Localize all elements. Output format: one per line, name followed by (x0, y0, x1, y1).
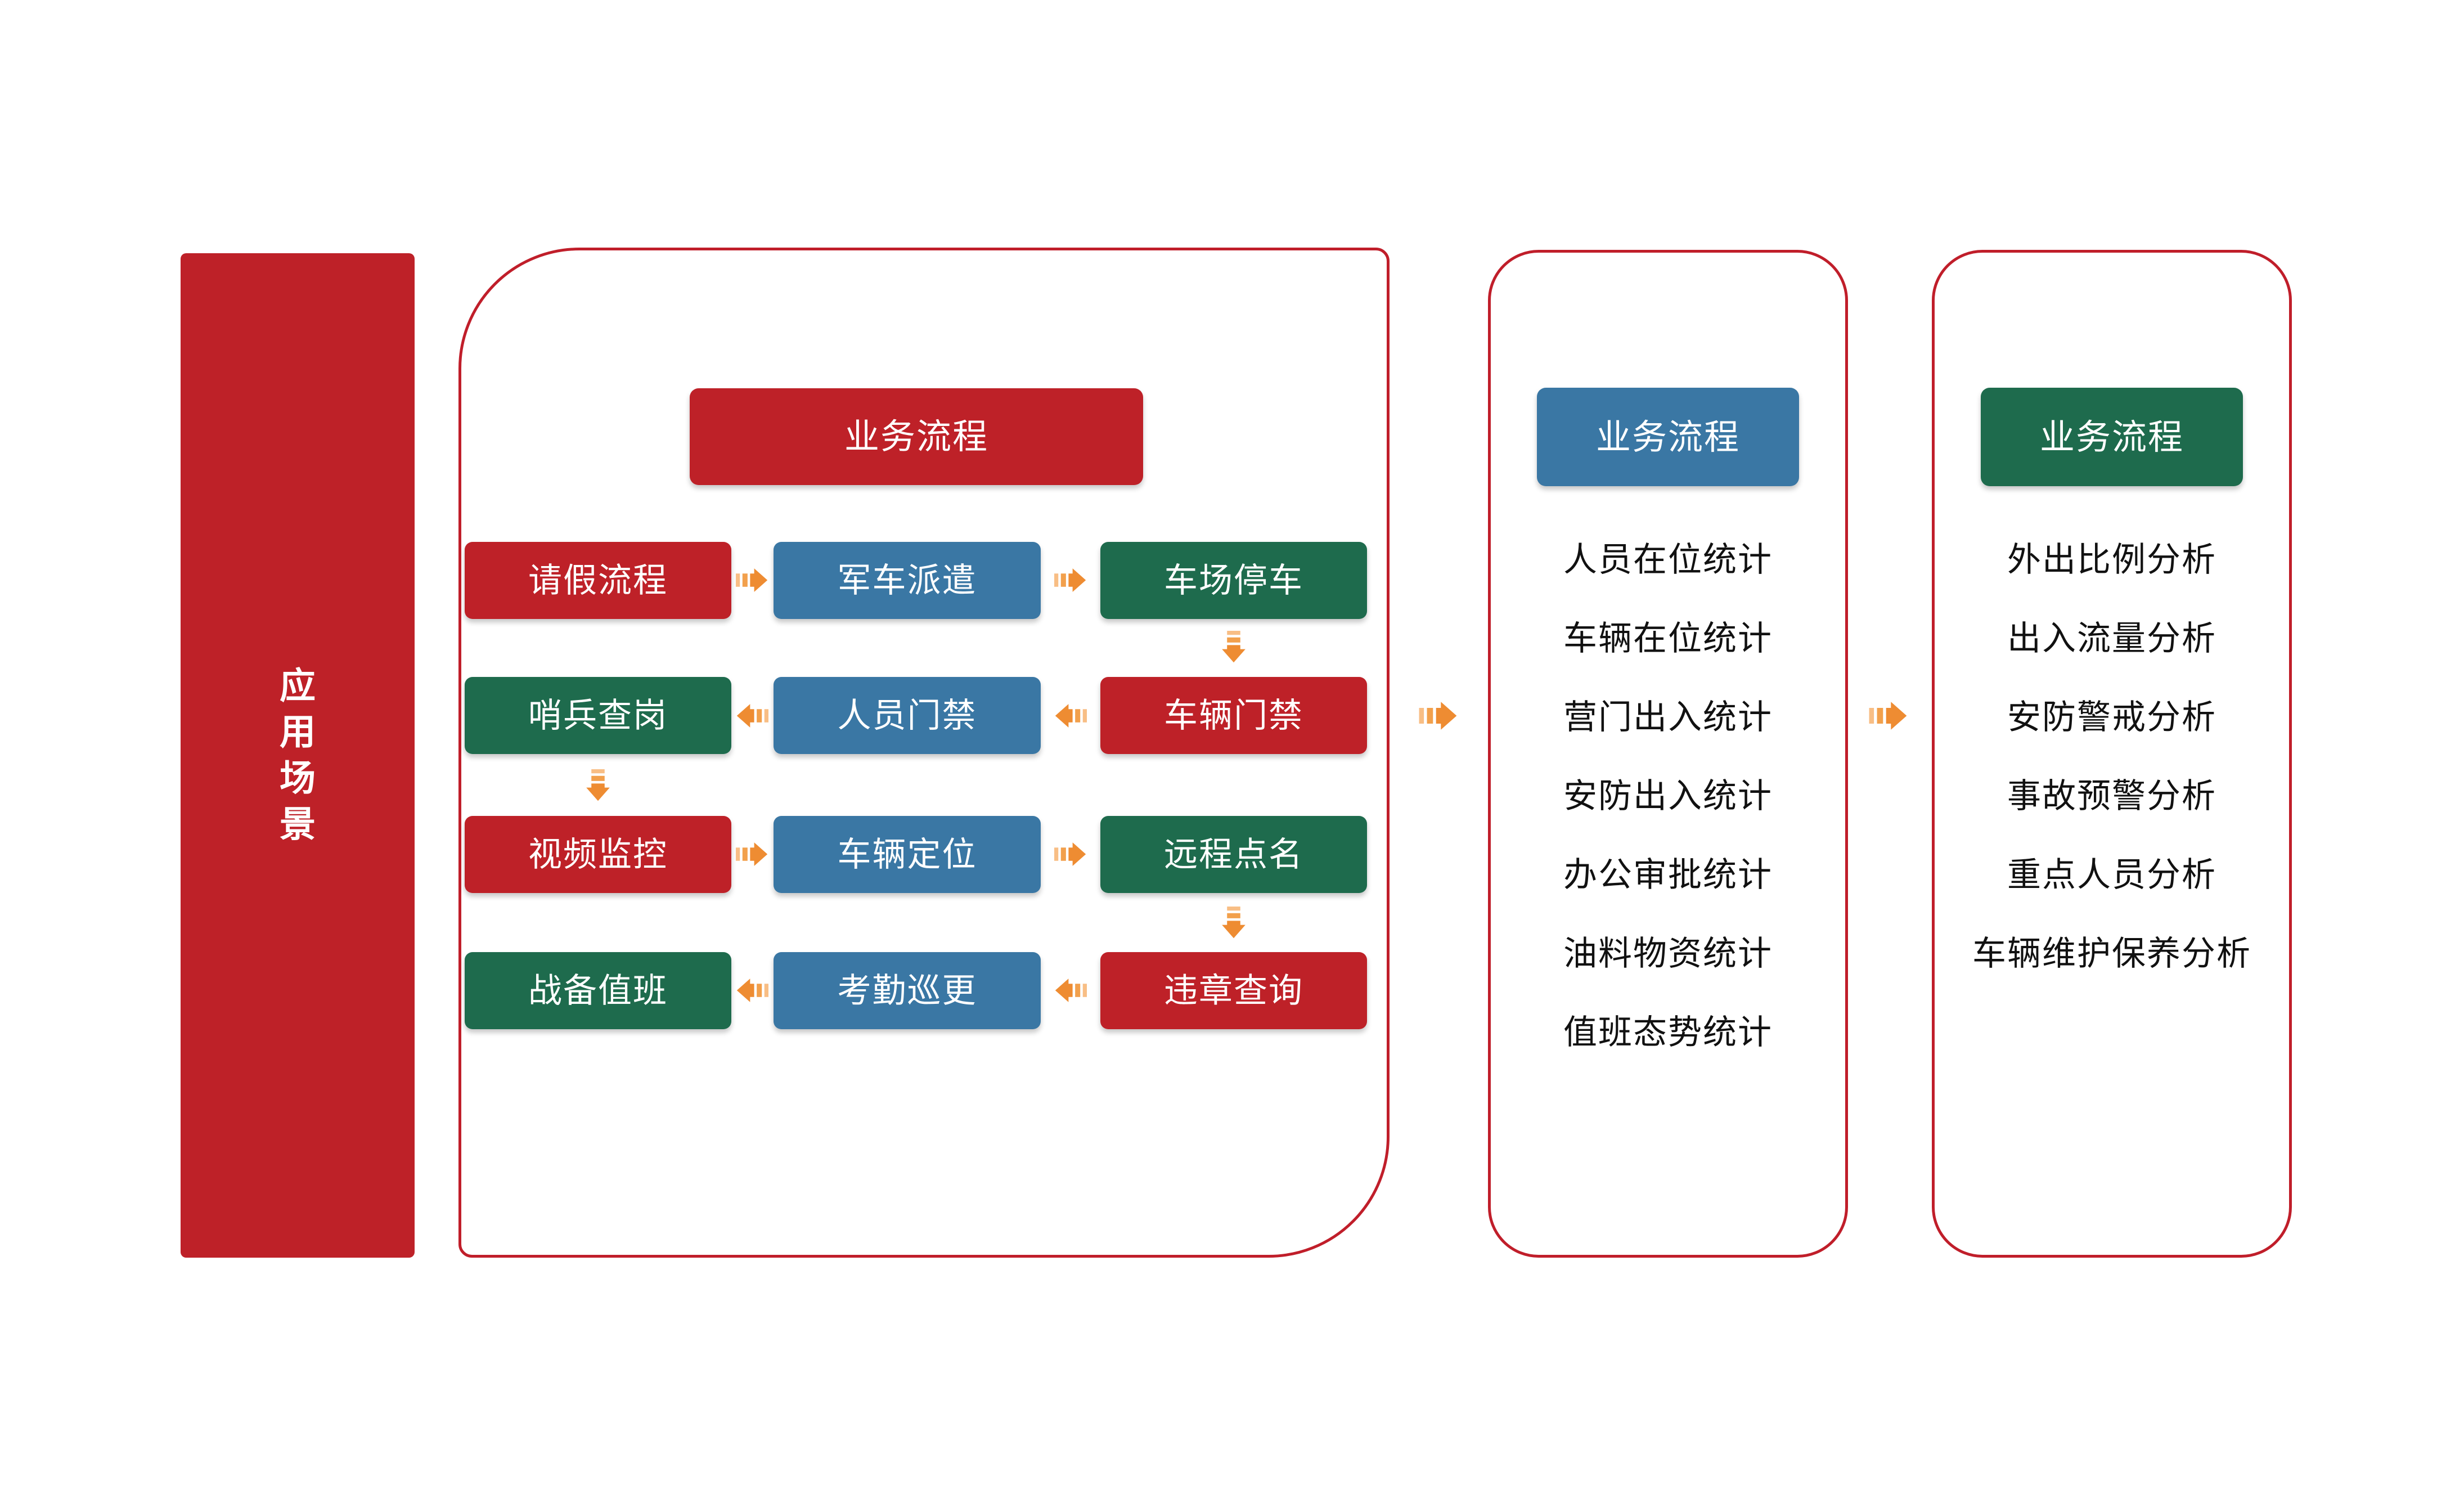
analysis-list-item: 重点人员分析 (2007, 855, 2216, 895)
stats-list-item: 营门出入统计 (1563, 698, 1773, 737)
stats-list-item: 安防出入统计 (1563, 777, 1773, 816)
flow-box-sentry-inspection: 哨兵查岗 (465, 677, 731, 754)
analysis-list: 外出比例分析 出入流量分析 安防警戒分析 事故预警分析 重点人员分析 车辆维护保… (1932, 521, 2292, 993)
application-scenario-sidebar: 应 用 场 景 (181, 253, 415, 1258)
stats-list-item: 油料物资统计 (1563, 934, 1773, 973)
flow-box-vehicle-positioning: 车辆定位 (774, 816, 1041, 893)
arrow-down-icon (1220, 907, 1247, 939)
flow-box-combat-duty: 战备值班 (465, 952, 731, 1029)
analysis-list-item: 外出比例分析 (2007, 540, 2216, 580)
business-process-header: 业务流程 (690, 388, 1143, 485)
stats-list-item: 人员在位统计 (1563, 540, 1773, 580)
statistics-list: 人员在位统计 车辆在位统计 营门出入统计 安防出入统计 办公审批统计 油料物资统… (1488, 521, 1848, 1072)
arrow-left-icon (1054, 977, 1087, 1004)
arrow-right-icon (736, 567, 768, 594)
header-label: 业务流程 (1595, 416, 1740, 457)
arrow-right-icon (736, 841, 768, 868)
analysis-header: 业务流程 (1981, 388, 2243, 486)
flow-box-vehicle-access: 车辆门禁 (1100, 677, 1367, 754)
sidebar-char: 应 (280, 665, 316, 707)
flow-box-military-vehicle-dispatch: 军车派遣 (774, 542, 1041, 619)
analysis-list-item: 车辆维护保养分析 (1972, 934, 2251, 973)
flow-box-parking: 车场停车 (1100, 542, 1367, 619)
flow-box-video-surveillance: 视频监控 (465, 816, 731, 893)
analysis-list-item: 安防警戒分析 (2007, 698, 2216, 737)
arrow-left-icon (736, 702, 768, 729)
panel-connector-arrow-icon (1418, 700, 1459, 732)
arrow-left-icon (1054, 702, 1087, 729)
arrow-down-icon (584, 769, 611, 802)
analysis-list-item: 出入流量分析 (2007, 619, 2216, 658)
panel-connector-arrow-icon (1868, 700, 1909, 732)
stats-list-item: 办公审批统计 (1563, 855, 1773, 895)
sidebar-char: 用 (280, 711, 316, 753)
analysis-list-item: 事故预警分析 (2007, 777, 2216, 816)
flow-box-attendance-patrol: 考勤巡更 (774, 952, 1041, 1029)
flow-box-personnel-access: 人员门禁 (774, 677, 1041, 754)
flow-box-leave-process: 请假流程 (465, 542, 731, 619)
arrow-right-icon (1054, 567, 1087, 594)
flow-box-remote-rollcall: 远程点名 (1100, 816, 1367, 893)
sidebar-char: 景 (280, 804, 316, 846)
header-label: 业务流程 (844, 416, 988, 457)
arrow-right-icon (1054, 841, 1087, 868)
arrow-down-icon (1220, 631, 1247, 663)
arrow-left-icon (736, 977, 768, 1004)
sidebar-char: 场 (280, 757, 316, 800)
header-label: 业务流程 (2039, 416, 2184, 457)
flow-box-violation-query: 违章查询 (1100, 952, 1367, 1029)
stats-list-item: 车辆在位统计 (1563, 619, 1773, 658)
stats-list-item: 值班态势统计 (1563, 1013, 1773, 1052)
statistics-header: 业务流程 (1537, 388, 1799, 486)
